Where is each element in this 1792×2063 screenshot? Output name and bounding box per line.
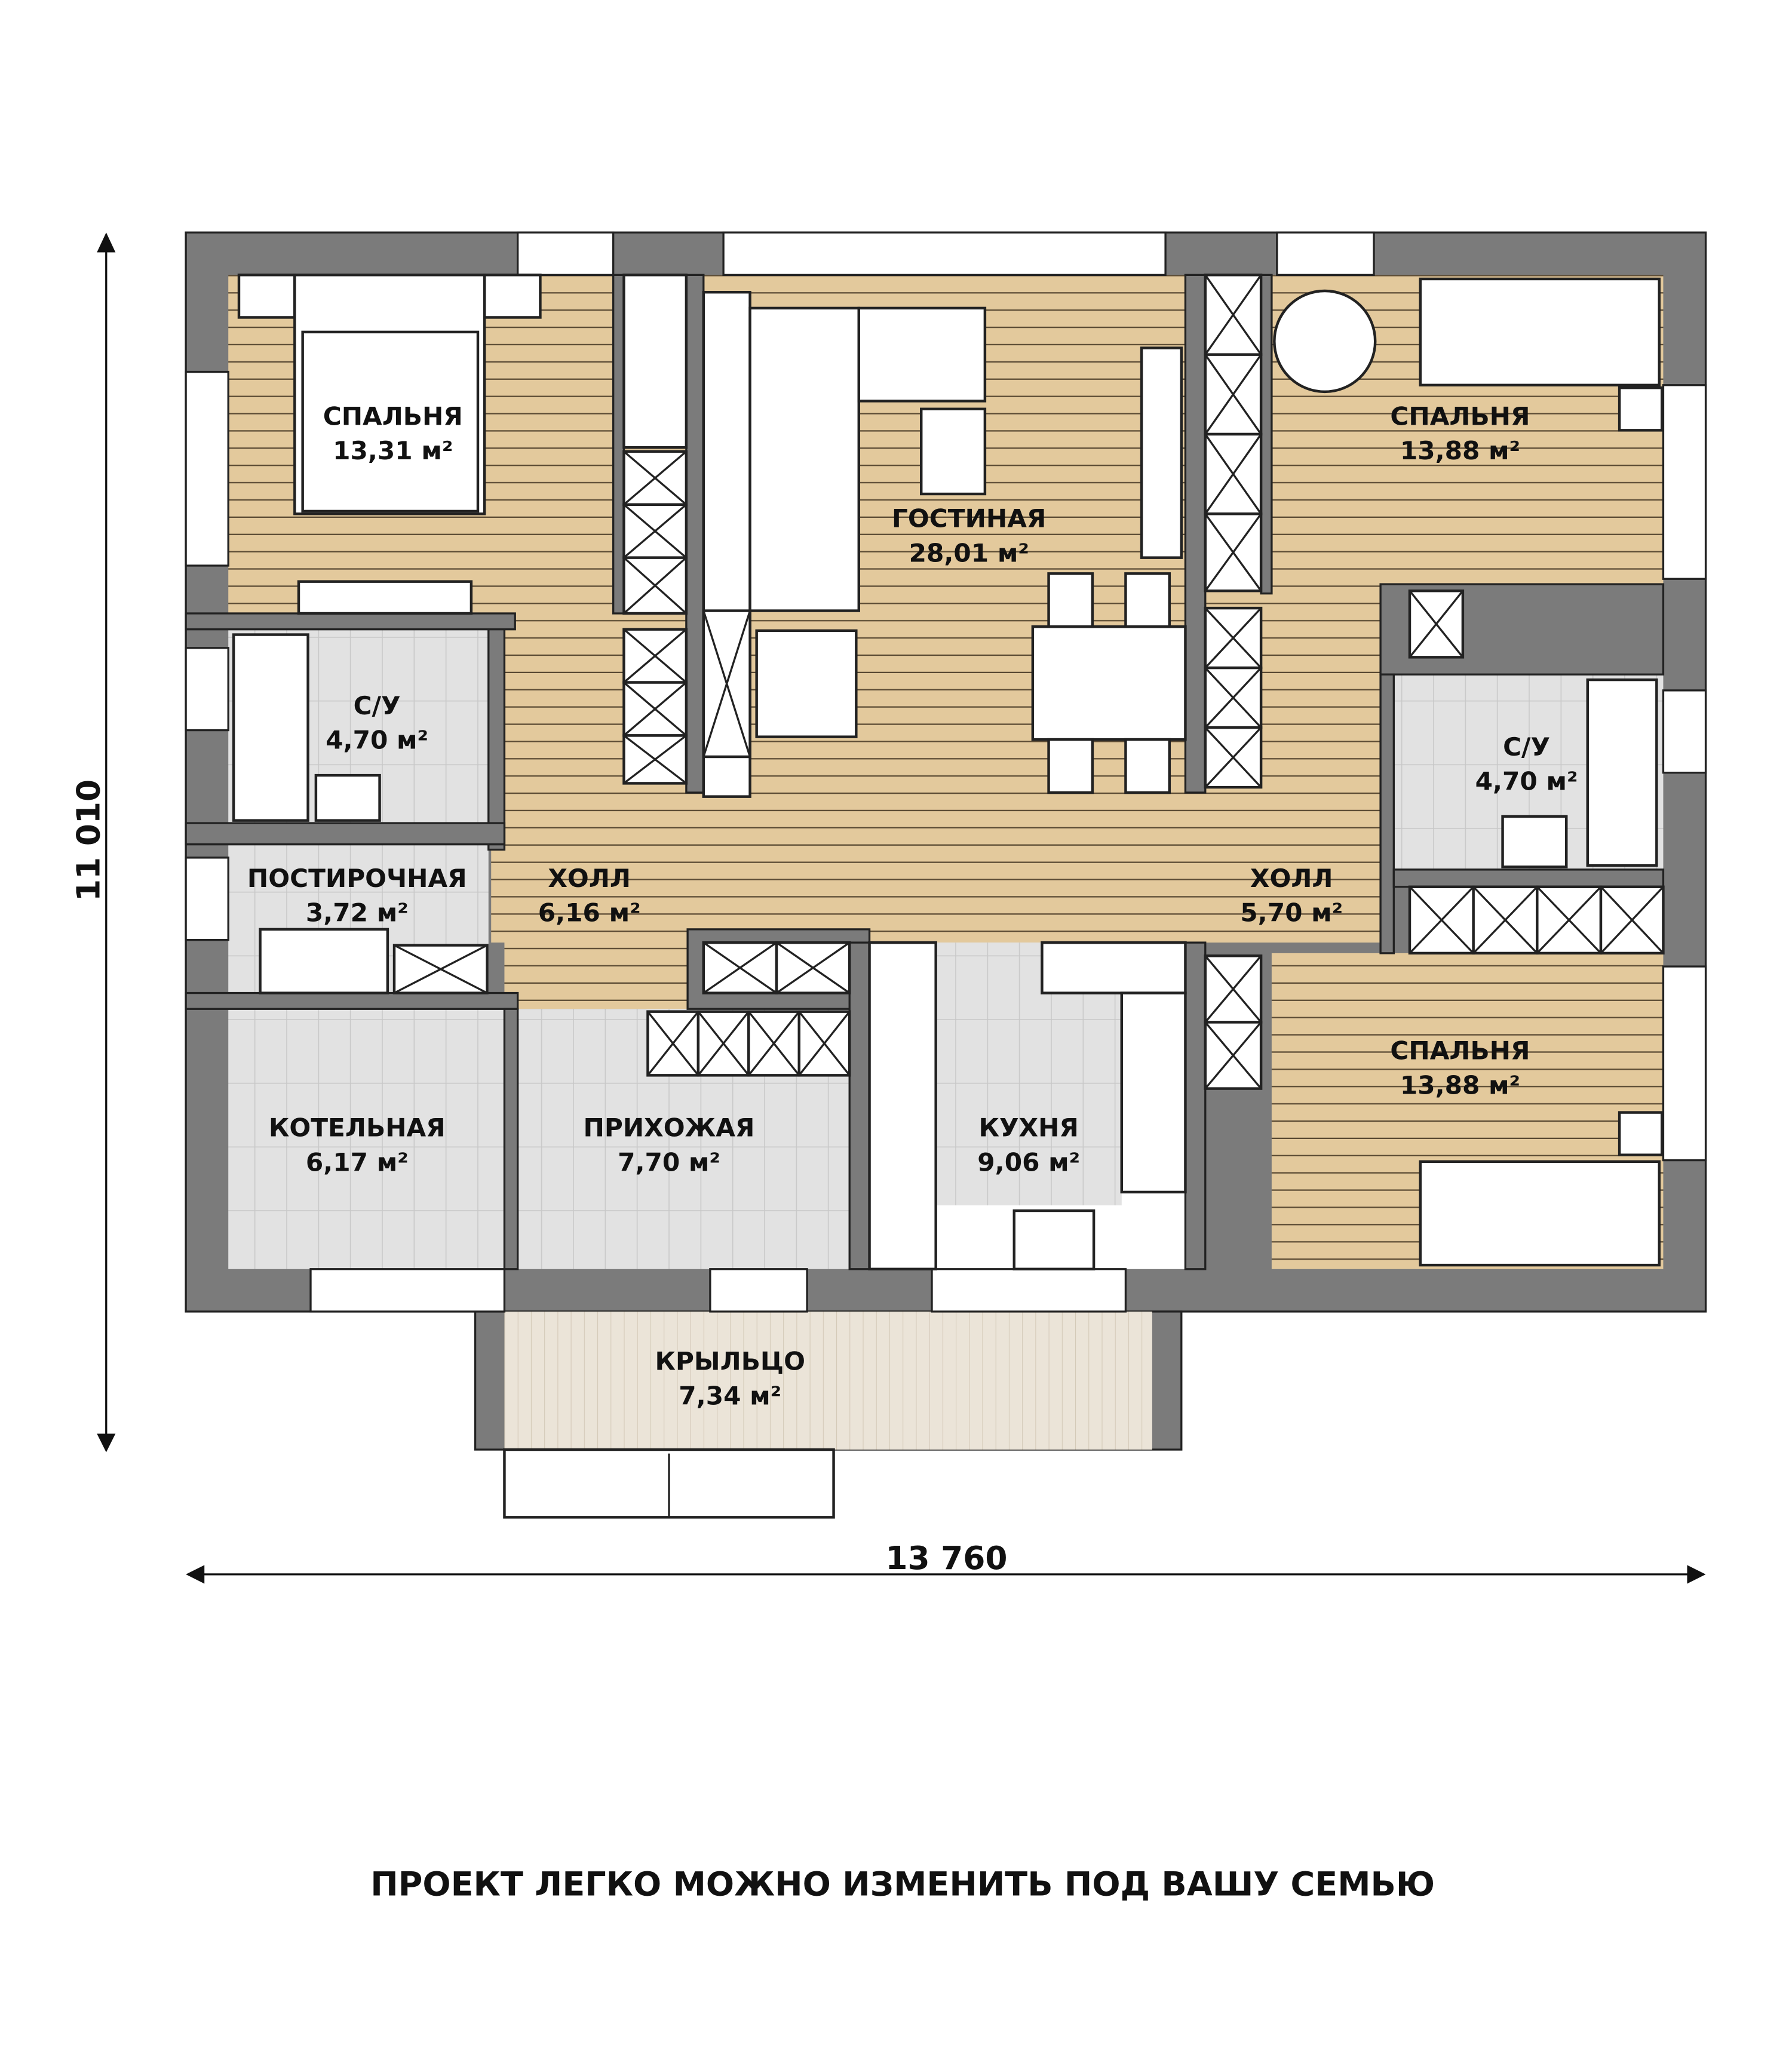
room-name: СПАЛЬНЯ (323, 401, 463, 431)
wardrobe-cell (1204, 666, 1263, 729)
wardrobe-cell (622, 681, 688, 737)
wardrobe-cell (622, 734, 688, 785)
room-name: КОТЕЛЬНАЯ (269, 1113, 446, 1143)
room-labels: СПАЛЬНЯ 13,31 м² ГОСТИНАЯ 28,01 м² СПАЛЬ… (247, 401, 1578, 1410)
room-name: КУХНЯ (978, 1113, 1078, 1143)
wardrobe-cell (1204, 954, 1263, 1024)
wardrobe-cell (1536, 885, 1603, 955)
room-name: КРЫЛЬЦО (655, 1347, 805, 1376)
wardrobe-cell (747, 1010, 800, 1077)
room-area: 7,34 м² (679, 1381, 781, 1410)
room-area: 9,06 м² (977, 1147, 1080, 1177)
wardrobe-cell (392, 944, 489, 994)
room-area: 13,88 м² (1400, 1070, 1520, 1100)
width-label: 13 760 (885, 1539, 1007, 1577)
wardrobe-cell (1204, 274, 1263, 356)
wardrobe-cell (1408, 885, 1475, 955)
room-name: ХОЛЛ (548, 864, 631, 893)
room-name: СПАЛЬНЯ (1390, 1036, 1530, 1066)
room-area: 28,01 м² (909, 538, 1029, 567)
room-area: 13,88 м² (1400, 436, 1520, 465)
room-area: 6,16 м² (538, 898, 641, 928)
room-name: С/У (1503, 732, 1550, 762)
room-area: 5,70 м² (1240, 898, 1343, 928)
room-name: ГОСТИНАЯ (892, 504, 1046, 533)
room-name: ПОСТИРОЧНАЯ (247, 864, 467, 893)
wardrobe-cell (797, 1010, 851, 1077)
wardrobe-cell (775, 941, 851, 994)
room-area: 7,70 м² (618, 1147, 720, 1177)
room-area: 4,70 м² (326, 726, 428, 755)
footer-caption: ПРОЕКТ ЛЕГКО МОЖНО ИЗМЕНИТЬ ПОД ВАШУ СЕМ… (370, 1865, 1435, 1904)
wardrobe-cell (1599, 885, 1665, 955)
wardrobe-cell (1204, 606, 1263, 670)
dimension-height: 11 010 (70, 232, 116, 1453)
room-area: 4,70 м² (1475, 767, 1578, 796)
wardrobe-cell (622, 628, 688, 684)
wardrobe-cell (622, 503, 688, 559)
wardrobe-cell (1204, 432, 1263, 515)
dimension-width: 13 760 (186, 1539, 1706, 1584)
wardrobe-cell (1408, 590, 1465, 659)
room-area: 6,17 м² (306, 1147, 409, 1177)
room-area: 3,72 м² (306, 898, 409, 928)
wardrobe-cell (1204, 726, 1263, 789)
wardrobe-cell (1204, 1021, 1263, 1090)
room-name: СПАЛЬНЯ (1390, 401, 1530, 431)
room-name: С/У (354, 691, 401, 720)
wardrobe-cell (646, 1010, 700, 1077)
wardrobe-cell (702, 941, 778, 994)
room-name: ХОЛЛ (1250, 864, 1333, 893)
height-label: 11 010 (70, 779, 108, 901)
wardrobe-cell (622, 556, 688, 615)
furniture (232, 274, 1664, 1519)
wardrobe-cell (1204, 512, 1263, 593)
room-name: ПРИХОЖАЯ (584, 1113, 755, 1143)
windows (185, 231, 1707, 1313)
wardrobes (392, 274, 1665, 1090)
wardrobe-cell (622, 450, 688, 506)
room-area: 13,31 м² (333, 436, 453, 465)
wardrobe-cell (702, 609, 751, 759)
wardrobe-cell (1472, 885, 1539, 955)
wardrobe-cell (1204, 353, 1263, 436)
wardrobe-cell (696, 1010, 750, 1077)
